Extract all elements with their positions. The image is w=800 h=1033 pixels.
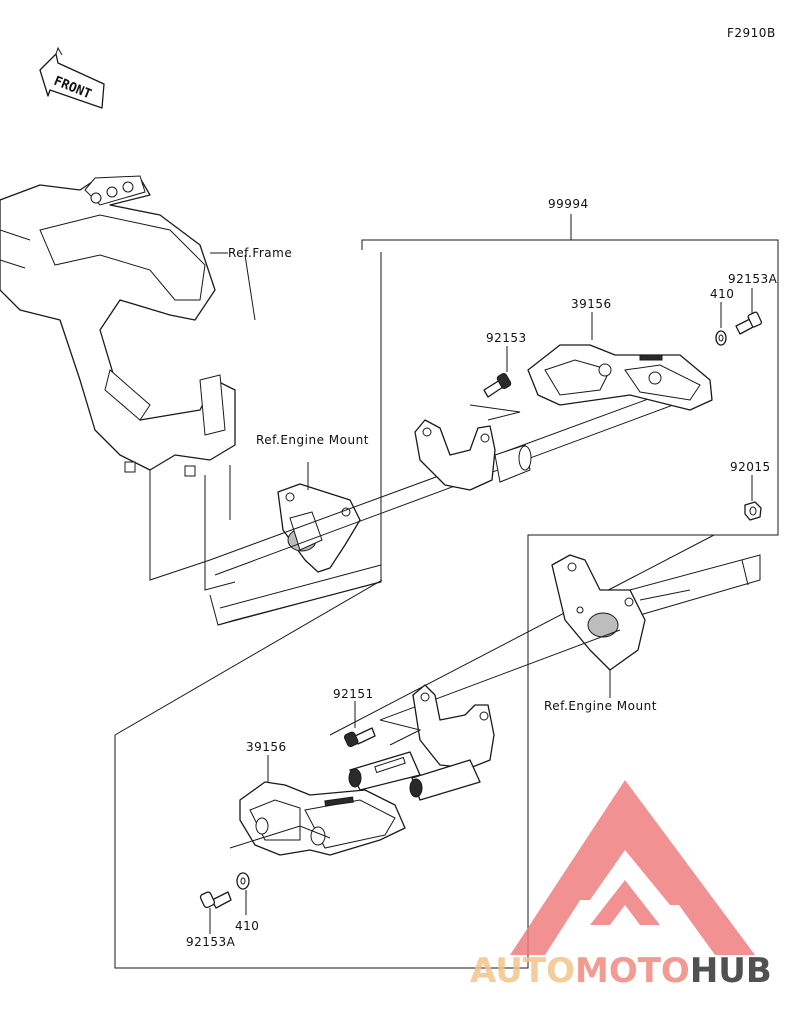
engine-mount-lower [551,554,646,671]
slider-39156-bottom-label: 39156 [246,740,287,754]
ref-frame-label: Ref.Frame [228,246,292,260]
kit-number: 99994 [548,197,589,211]
svg-text:AUTOMOTOHUB: AUTOMOTOHUB [470,951,772,991]
automotohub-watermark: AUTOMOTOHUB [470,780,772,991]
automotohub-logo-icon [510,780,755,955]
lower-assembly-outline [114,250,779,969]
watermark-moto: MOTO [575,951,690,991]
ref-engine-mount-label-top: Ref.Engine Mount [256,433,369,447]
nut-92015-label: 92015 [730,460,771,474]
washer-410-top [715,330,727,346]
slider-39156-bottom [239,781,406,856]
spacer-bracket-lower [348,684,495,801]
slider-39156-top [527,344,713,411]
bolt-92153a-top-label: 92153A [728,272,778,286]
bolt-92153-label: 92153 [486,331,527,345]
bolt-92153 [483,373,512,398]
nut-92015 [744,501,762,521]
kit-bracket [361,214,779,250]
washer-410-bottom-label: 410 [235,919,259,933]
watermark-hub: HUB [690,951,772,991]
bolt-92153a-top [735,311,763,335]
front-arrow-icon: FRONT [39,46,105,109]
watermark-auto: AUTO [470,951,575,991]
bolt-92153a-bottom-label: 92153A [186,935,236,949]
bolt-92153a-bottom [199,891,232,909]
engine-mount-upper [277,483,361,573]
spacer-bracket-upper [414,419,532,491]
frame-illustration [0,175,256,591]
bolt-92151-label: 92151 [333,687,374,701]
washer-410-bottom [236,872,250,890]
slider-39156-top-label: 39156 [571,297,612,311]
bolt-92151 [343,727,376,748]
diagram-code: F2910B [727,26,776,40]
ref-engine-mount-label-bottom: Ref.Engine Mount [544,699,657,713]
washer-410-top-label: 410 [710,287,734,301]
